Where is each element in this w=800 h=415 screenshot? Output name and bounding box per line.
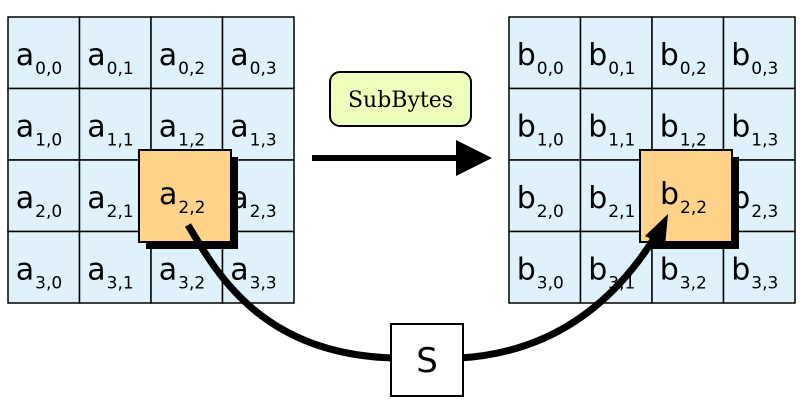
state-cell <box>722 87 796 161</box>
state-cell <box>508 16 582 90</box>
state-cell <box>221 16 295 90</box>
state-cell <box>78 230 152 304</box>
sbox: S <box>390 323 464 397</box>
state-cell <box>579 16 653 90</box>
state-cell <box>7 16 81 90</box>
state-cell <box>150 16 224 90</box>
state-cell <box>7 230 81 304</box>
transform-arrow <box>312 140 492 176</box>
state-cell <box>651 87 725 161</box>
subbytes-label: SubBytes <box>348 88 453 113</box>
highlighted-cell <box>138 149 232 243</box>
sbox-label: S <box>416 341 438 381</box>
state-cell <box>722 16 796 90</box>
state-cell <box>78 16 152 90</box>
sbox-mapping-arrow <box>184 214 668 362</box>
state-cell <box>221 87 295 161</box>
state-cell <box>78 87 152 161</box>
subbytes-label-box: SubBytes <box>329 71 472 127</box>
